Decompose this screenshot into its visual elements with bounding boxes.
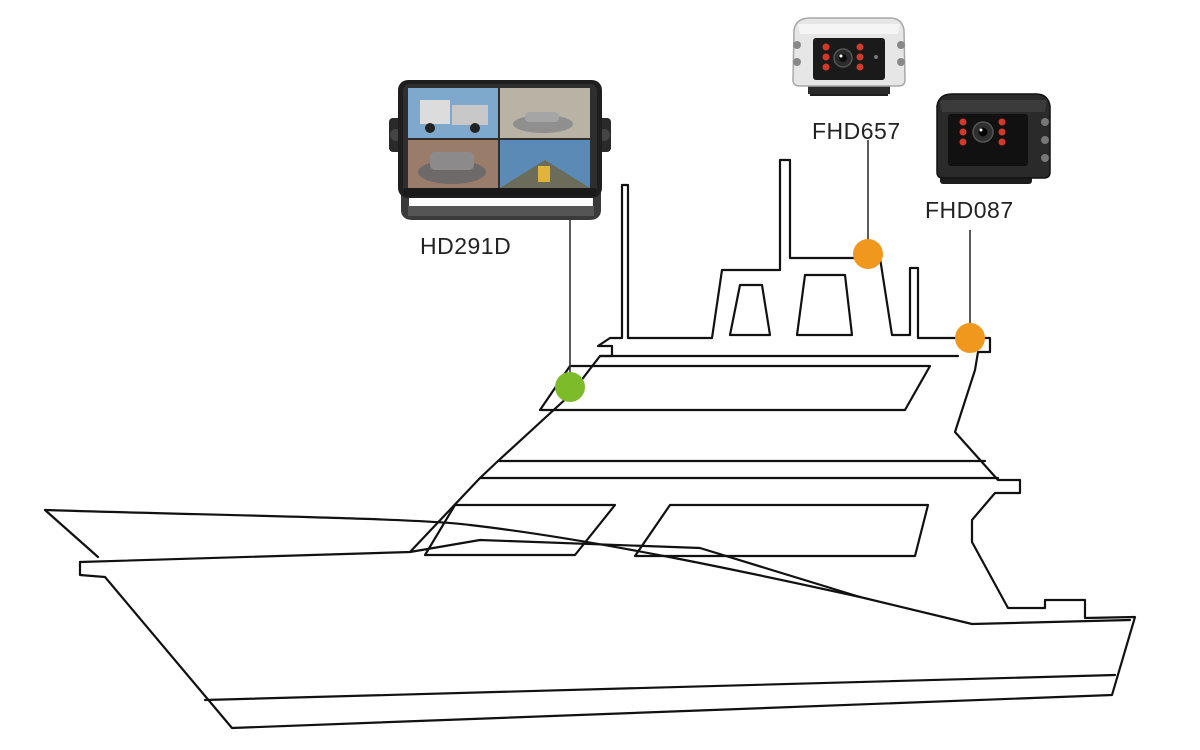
camera-model-label: FHD087 <box>925 197 1014 223</box>
window-forward <box>423 503 617 557</box>
window-main <box>633 503 930 558</box>
hull-stripe <box>203 673 1117 702</box>
bow-deck-edge <box>43 508 100 559</box>
camera-icon <box>936 93 1051 184</box>
flybridge <box>496 158 977 463</box>
connectors <box>569 140 971 380</box>
hull <box>78 336 1137 730</box>
marker-monitor <box>555 372 585 402</box>
deckhouse-roofline <box>478 459 987 480</box>
window-mast-left <box>728 283 772 337</box>
monitor-icon <box>389 80 611 220</box>
window-flybridge <box>538 364 932 412</box>
marker-camera-2 <box>955 323 985 353</box>
window-mast-right <box>795 273 854 337</box>
marker-camera-1 <box>853 239 883 269</box>
monitor-model-label: HD291D <box>420 233 512 259</box>
yacht-outline <box>43 158 1137 730</box>
sheer-line <box>78 538 1132 626</box>
bow-deck <box>43 508 862 599</box>
camera-icon <box>792 17 906 96</box>
camera-model-label: FHD657 <box>812 118 901 144</box>
